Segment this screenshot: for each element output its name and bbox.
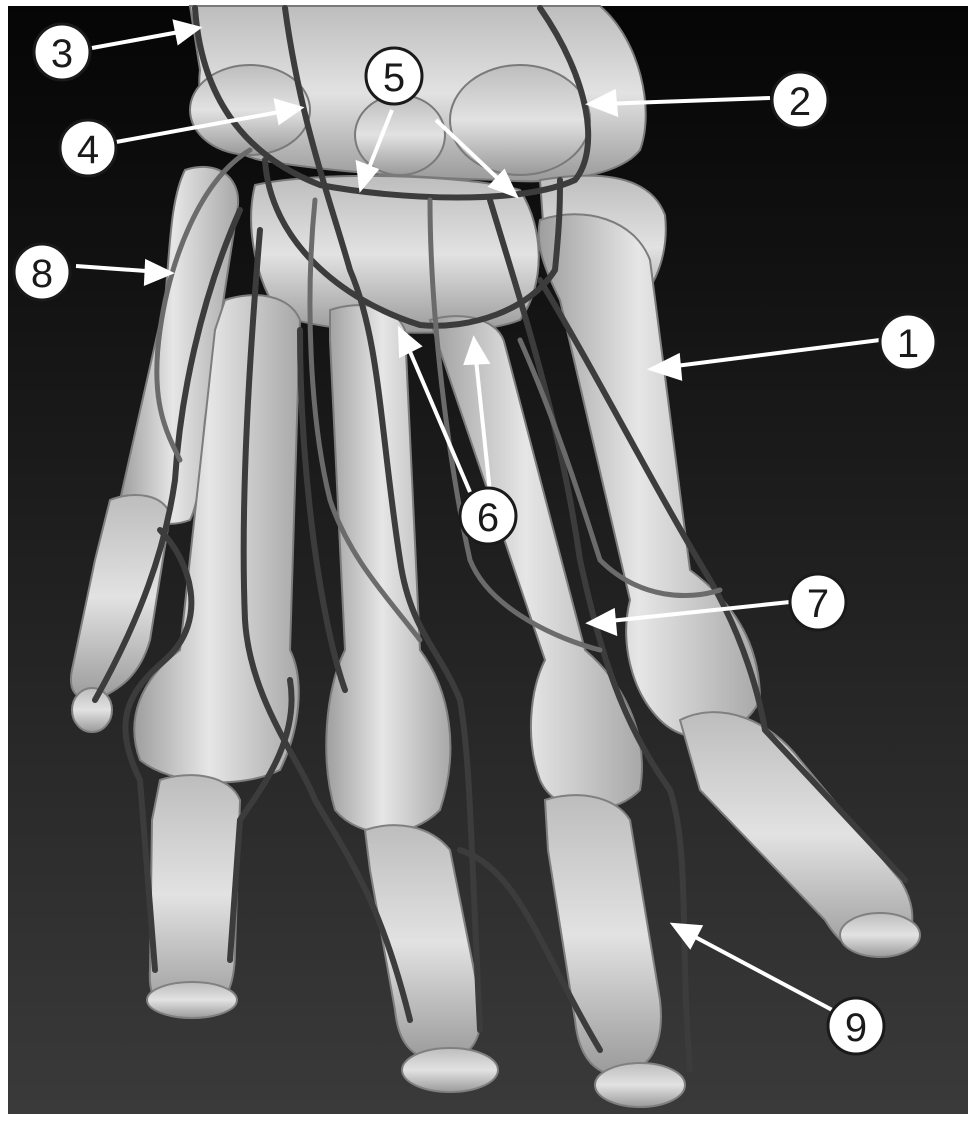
- svg-text:7: 7: [807, 582, 829, 626]
- label-4: 4: [60, 120, 116, 176]
- label-8: 8: [14, 244, 70, 300]
- label-9: 9: [828, 998, 884, 1054]
- label-6: 6: [460, 488, 516, 544]
- svg-text:2: 2: [789, 80, 811, 124]
- svg-text:6: 6: [477, 496, 499, 540]
- label-5: 5: [366, 48, 422, 104]
- svg-text:4: 4: [77, 128, 99, 172]
- label-2: 2: [772, 72, 828, 128]
- svg-text:5: 5: [383, 56, 405, 100]
- svg-text:1: 1: [897, 322, 919, 366]
- label-3: 3: [34, 24, 90, 80]
- label-1: 1: [880, 314, 936, 370]
- svg-text:9: 9: [845, 1006, 867, 1050]
- label-7: 7: [790, 574, 846, 630]
- svg-text:8: 8: [31, 252, 53, 296]
- svg-text:3: 3: [51, 32, 73, 76]
